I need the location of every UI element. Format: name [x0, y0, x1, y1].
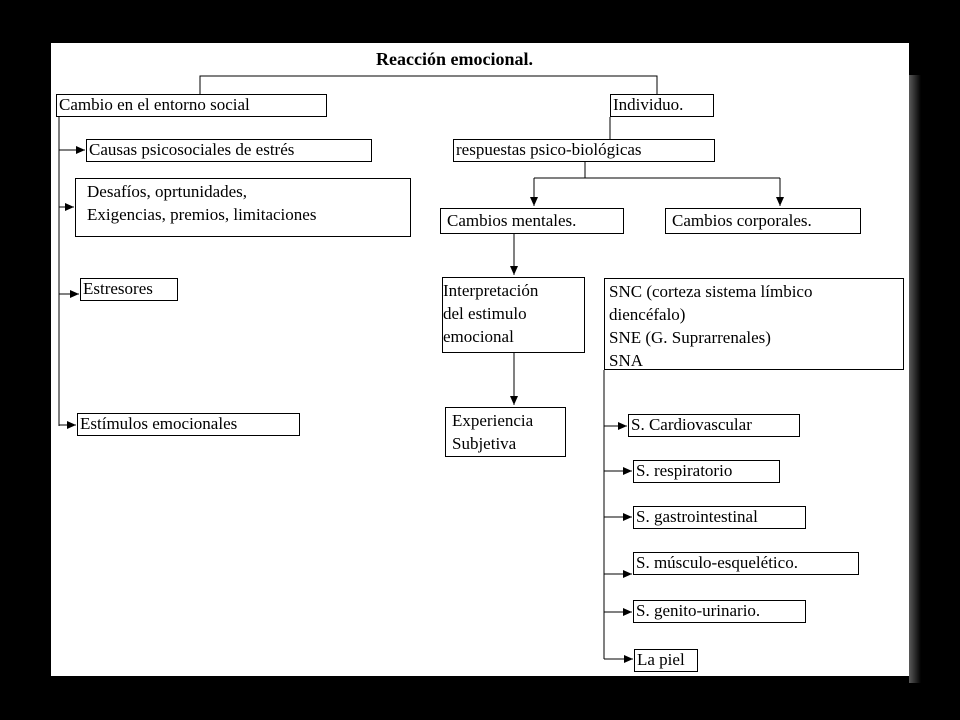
subsystem-piel: La piel — [634, 649, 698, 672]
subsystem-cardiovascular: S. Cardiovascular — [628, 414, 800, 437]
cambio-entorno-box: Cambio en el entorno social — [56, 94, 327, 117]
interpretacion-box: Interpretación del estimulo emocional — [442, 277, 585, 353]
cambios-mentales-box: Cambios mentales. — [440, 208, 624, 234]
slide-shadow — [909, 75, 921, 683]
subsystem-respiratorio: S. respiratorio — [633, 460, 780, 483]
estimulos-emocionales-box: Estímulos emocionales — [77, 413, 300, 436]
subsystem-musculo-esqueletico: S. músculo-esquelético. — [633, 552, 859, 575]
connector-lines — [58, 75, 784, 663]
respuestas-box: respuestas psico-biológicas — [453, 139, 715, 162]
causas-estres-box: Causas psicosociales de estrés — [86, 139, 372, 162]
title-bracket-line — [199, 75, 658, 95]
diagram-title: Reacción emocional. — [376, 49, 533, 69]
estresores-box: Estresores — [80, 278, 178, 301]
experiencia-box: Experiencia Subjetiva — [445, 407, 566, 457]
slide: Reacción emocional. Cambio en el entorno… — [51, 43, 909, 676]
sistemas-box: SNC (corteza sistema límbico diencéfalo)… — [604, 278, 904, 370]
desafios-box: Desafíos, oprtunidades, Exigencias, prem… — [75, 178, 411, 237]
cambios-corporales-box: Cambios corporales. — [665, 208, 861, 234]
subsystem-gastrointestinal: S. gastrointestinal — [633, 506, 806, 529]
subsystem-genito-urinario: S. genito-urinario. — [633, 600, 806, 623]
individuo-box: Individuo. — [610, 94, 714, 117]
